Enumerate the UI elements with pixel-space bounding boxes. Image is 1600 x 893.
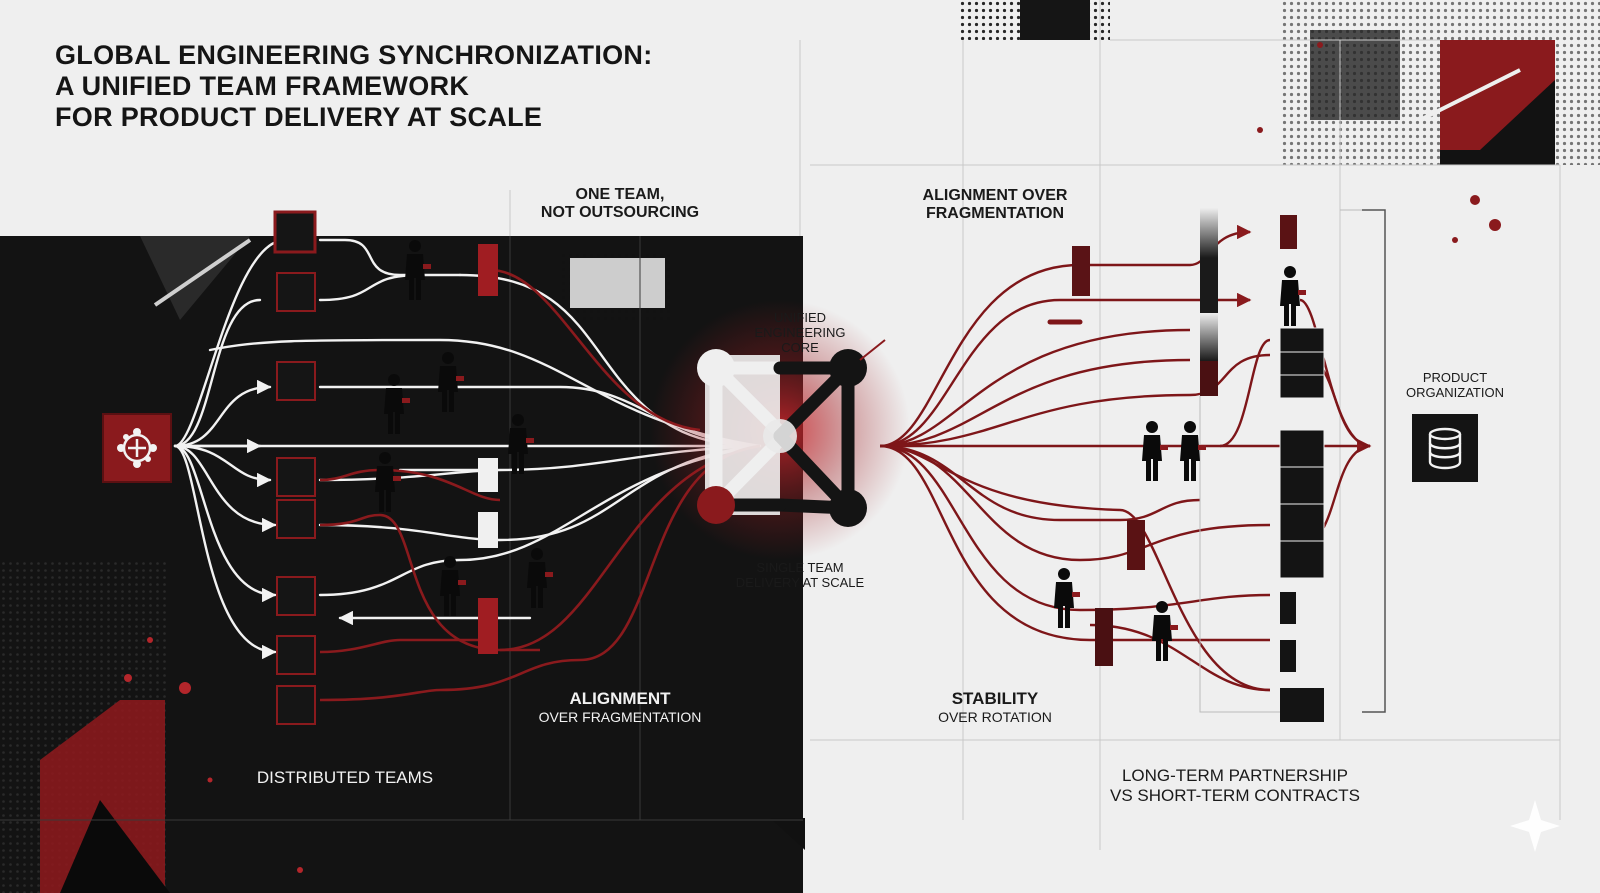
alignment-bottom-label: ALIGNMENT OVER FRAGMENTATION <box>520 690 720 726</box>
partnership-line-1: LONG-TERM PARTNERSHIP <box>1121 766 1349 785</box>
title-line-3: FOR PRODUCT DELIVERY AT SCALE <box>55 102 543 132</box>
one-team-label: ONE TEAM, NOT OUTSOURCING <box>520 186 720 222</box>
single-team-line-2: DELIVERY AT SCALE <box>735 575 865 590</box>
product-organization-label: PRODUCT ORGANIZATION <box>1385 370 1525 400</box>
left-nodes <box>273 210 498 725</box>
partnership-line-2: VS SHORT-TERM CONTRACTS <box>1110 786 1360 805</box>
alignment-top-line-1: ALIGNMENT OVER <box>922 187 1068 204</box>
title-line-1: GLOBAL ENGINEERING SYNCHRONIZATION: <box>55 40 653 70</box>
alignment-top-label: ALIGNMENT OVER FRAGMENTATION <box>890 187 1100 223</box>
product-line-2: ORGANIZATION <box>1406 385 1504 400</box>
core-line-2: ENGINEERING <box>754 325 846 340</box>
one-team-line-2: NOT OUTSOURCING <box>540 204 700 221</box>
database-icon <box>1412 414 1478 482</box>
product-line-1: PRODUCT <box>1422 370 1488 385</box>
title-line-2: A UNIFIED TEAM FRAMEWORK <box>55 71 470 101</box>
distributed-teams-label: DISTRIBUTED TEAMS <box>256 768 434 787</box>
core-line-1: UNIFIED <box>774 310 826 325</box>
alignment-bottom-line-2: OVER FRAGMENTATION <box>538 709 702 725</box>
one-team-line-1: ONE TEAM, <box>575 186 665 203</box>
stability-line-1: STABILITY <box>951 689 1039 708</box>
right-nodes <box>1072 208 1325 722</box>
page-title: GLOBAL ENGINEERING SYNCHRONIZATION: A UN… <box>55 40 653 133</box>
core-label: UNIFIED ENGINEERING CORE <box>730 310 870 355</box>
single-team-line-1: SINGLE TEAM <box>756 560 844 575</box>
stability-label: STABILITY OVER ROTATION <box>905 690 1085 726</box>
partnership-label: LONG-TERM PARTNERSHIP VS SHORT-TERM CONT… <box>1065 766 1405 806</box>
network-node-icon <box>102 413 172 483</box>
single-team-label: SINGLE TEAM DELIVERY AT SCALE <box>720 560 880 590</box>
alignment-top-line-2: FRAGMENTATION <box>925 205 1065 222</box>
core-line-3: CORE <box>781 340 819 355</box>
alignment-bottom-line-1: ALIGNMENT <box>569 689 671 708</box>
stability-line-2: OVER ROTATION <box>938 709 1052 725</box>
